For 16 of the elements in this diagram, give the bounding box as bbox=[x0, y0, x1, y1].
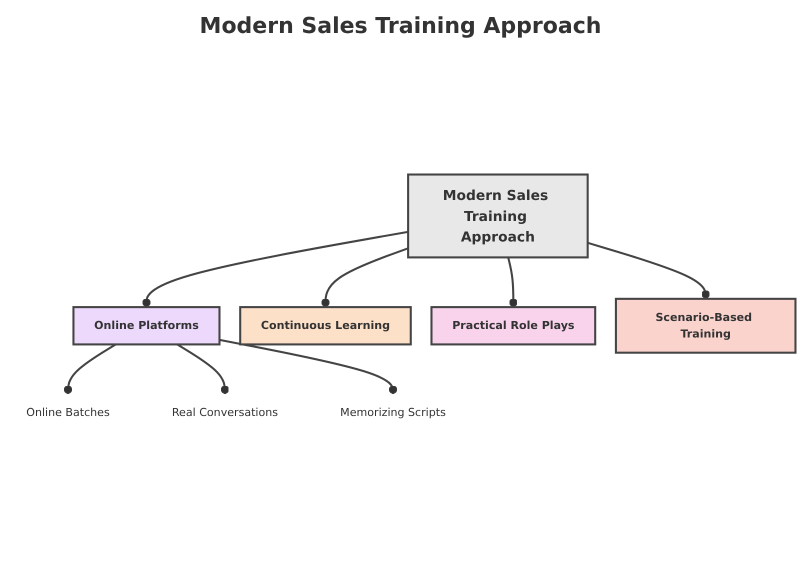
node-text: Online Batches bbox=[26, 406, 110, 420]
node-text: Memorizing Scripts bbox=[340, 406, 446, 420]
node-box: Modern Sales Training Approach bbox=[407, 174, 589, 258]
connector bbox=[64, 344, 116, 394]
connector bbox=[587, 242, 710, 299]
connector bbox=[219, 338, 398, 394]
node-box: Practical Role Plays bbox=[430, 306, 596, 346]
connector bbox=[507, 257, 518, 308]
connector bbox=[142, 230, 408, 308]
node-box: Scenario-Based Training bbox=[614, 298, 796, 354]
node-box: Continuous Learning bbox=[239, 306, 412, 346]
node-text: Real Conversations bbox=[172, 406, 278, 420]
node-box: Online Platforms bbox=[72, 306, 221, 346]
connector bbox=[321, 247, 408, 308]
connector bbox=[176, 344, 230, 394]
diagram-title: Modern Sales Training Approach bbox=[198, 14, 602, 39]
